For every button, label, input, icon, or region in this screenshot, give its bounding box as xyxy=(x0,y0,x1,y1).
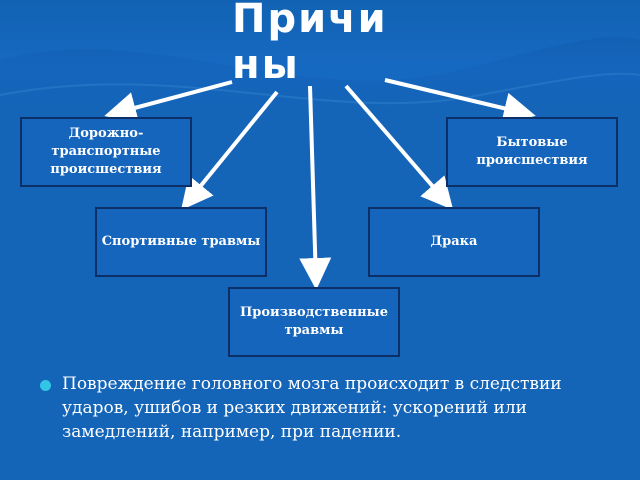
bullet-item: Повреждение головного мозга происходит в… xyxy=(40,372,620,444)
decorative-wave xyxy=(0,0,640,105)
arrow-to-work xyxy=(299,85,332,290)
cause-box-road: Дорожно-транспортные происшествия xyxy=(20,117,192,187)
cause-label-road: Дорожно-транспортные происшествия xyxy=(50,126,162,177)
cause-box-home: Бытовые происшествия xyxy=(446,117,618,187)
arrow-to-fight xyxy=(344,84,454,211)
cause-label-home: Бытовые происшествия xyxy=(476,135,588,168)
slide-title: Причины xyxy=(232,0,388,88)
cause-box-sport: Спортивные травмы xyxy=(95,207,267,277)
cause-label-sport: Спортивные травмы xyxy=(101,234,261,249)
bullet-text: Повреждение головного мозга происходит в… xyxy=(62,374,562,442)
arrow-to-home xyxy=(384,78,536,125)
cause-box-work: Производственные травмы xyxy=(228,287,400,357)
arrow-to-sport xyxy=(180,90,279,211)
cause-box-fight: Драка xyxy=(368,207,540,277)
arrow-to-road xyxy=(104,80,233,124)
header-band xyxy=(0,0,640,110)
cause-label-fight: Драка xyxy=(430,234,478,249)
bullet-dot-icon xyxy=(40,380,51,391)
cause-label-work: Производственные травмы xyxy=(240,305,388,338)
